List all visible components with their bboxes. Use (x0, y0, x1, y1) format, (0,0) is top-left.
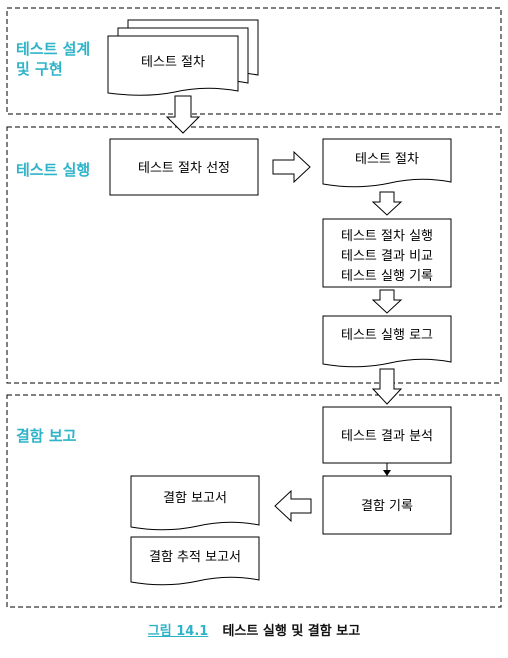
figure-number: 그림 14.1 (147, 624, 209, 639)
procedure-document (322, 138, 452, 188)
execution-steps-box (322, 218, 452, 288)
procedure-stack-label: 테스트 절차 (141, 55, 205, 70)
figure-title: 테스트 실행 및 결함 보고 (222, 624, 361, 639)
record-defect-label: 결함 기록 (361, 499, 413, 514)
text-line: 및 구현 (16, 60, 63, 78)
text-line: 테스트 결과 분석 (341, 429, 433, 444)
defect-report-label: 결함 보고서 (163, 491, 227, 506)
hollow-arrow-down (371, 289, 403, 314)
text-line: 테스트 실행 기록 (341, 268, 433, 284)
text-line: 테스트 설계 (16, 40, 90, 58)
section-label-execution: 테스트 실행 (16, 161, 90, 179)
section-frame-design (6, 7, 502, 115)
execution-log-label: 테스트 실행 로그 (341, 327, 433, 343)
figure-caption: 그림 14.1 테스트 실행 및 결함 보고 (0, 620, 508, 639)
hollow-arrow-down (371, 368, 403, 405)
hollow-arrow-down (371, 191, 403, 216)
text-line: 테스트 절차 실행 (341, 228, 433, 244)
text-line: 결함 보고 (16, 427, 77, 445)
text-line: 테스트 실행 (16, 161, 90, 179)
text-line: 테스트 절차 (355, 152, 419, 167)
section-frame-execution (6, 126, 502, 384)
section-frame-report (6, 394, 502, 608)
procedure-document-label: 테스트 절차 (355, 152, 419, 167)
defect-tracking-document (130, 536, 260, 586)
text-line: 결함 추적 보고서 (149, 550, 241, 565)
hollow-arrow-left (274, 489, 312, 523)
hollow-arrow-down (165, 95, 201, 134)
defect-tracking-label: 결함 추적 보고서 (149, 550, 241, 565)
text-line: 테스트 절차 선정 (138, 161, 230, 176)
analyze-results-box (322, 406, 452, 464)
select-procedure-label: 테스트 절차 선정 (138, 161, 230, 176)
text-line: 결함 보고서 (163, 491, 227, 506)
record-defect-box (322, 475, 452, 535)
hollow-arrow-right (272, 150, 311, 184)
text-line: 테스트 절차 (141, 55, 205, 70)
procedure-document-stack: 테스트 절차 (107, 19, 259, 96)
section-label-report: 결함 보고 (16, 427, 77, 445)
execution-log-document (322, 315, 452, 368)
defect-report-document (130, 475, 260, 531)
select-procedure-box (109, 138, 259, 196)
text-line: 결함 기록 (361, 499, 413, 514)
text-line: 테스트 실행 로그 (341, 327, 433, 343)
text-line: 테스트 결과 비교 (341, 249, 433, 264)
thin-arrow-head (383, 470, 391, 476)
analyze-results-label: 테스트 결과 분석 (341, 429, 433, 444)
